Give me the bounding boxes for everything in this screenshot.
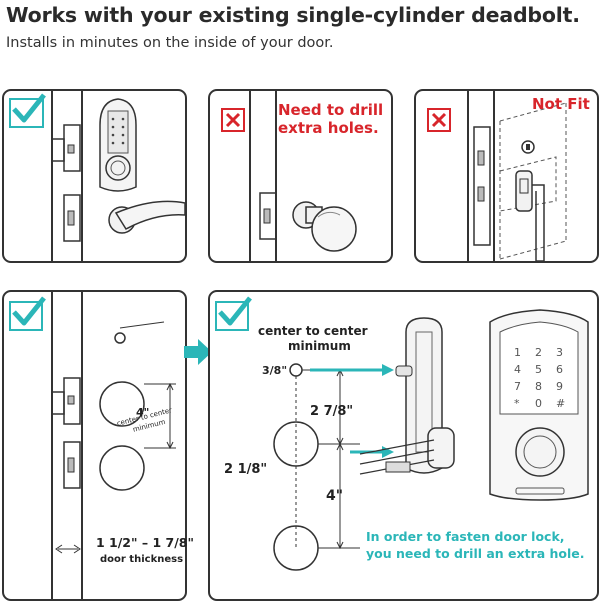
- panel-notfit-illustration: [427, 91, 567, 262]
- x-badge-icon: [427, 108, 451, 132]
- panel-measure-illustration: [9, 292, 176, 599]
- install-title-line2: minimum: [288, 339, 351, 353]
- panel-works-illustration: [9, 91, 186, 261]
- drill-warning-line2: extra holes.: [278, 119, 379, 137]
- keypad-key: *: [514, 397, 520, 410]
- thickness-range: 1 1/2" – 1 7/8": [96, 535, 194, 550]
- drill-warning-line1: Need to drill: [278, 101, 384, 119]
- dim-lower: 4": [326, 488, 344, 504]
- install-note-line2: you need to drill an extra hole.: [366, 546, 585, 561]
- thickness-label: door thickness: [100, 554, 184, 565]
- keypad-key: 8: [535, 380, 542, 393]
- panel-notfit: Not Fit: [414, 89, 599, 263]
- spacing-value: 4": [136, 406, 150, 419]
- page-subtitle: Installs in minutes on the inside of you…: [6, 35, 334, 51]
- keypad-key: 3: [556, 346, 563, 359]
- keypad-key: 4: [514, 363, 521, 376]
- panel-works: [2, 89, 187, 263]
- dim-hole: 2 1/8": [224, 462, 268, 477]
- install-note-line1: In order to fasten door lock,: [366, 529, 565, 544]
- keypad-key: 6: [556, 363, 563, 376]
- panel-install: 1 2 3 4 5 6 7 8 9 * 0 # center to center…: [208, 290, 599, 601]
- dim-small-hole: 3/8": [262, 364, 288, 377]
- install-title-line1: center to center: [258, 324, 368, 338]
- next-step-arrow-icon: [184, 339, 212, 365]
- keypad-key: 9: [556, 380, 563, 393]
- panel-install-illustration: [215, 296, 589, 571]
- panel-measure: 4" center to center minimum 1 1/2" – 1 7…: [2, 290, 194, 601]
- keypad-key: 2: [535, 346, 542, 359]
- check-badge-icon: [9, 296, 46, 331]
- keypad-key: 7: [514, 380, 521, 393]
- keypad-key: 0: [535, 397, 542, 410]
- x-badge-icon: [221, 108, 245, 132]
- panel-drill: Need to drill extra holes.: [208, 89, 393, 263]
- keypad-key: 1: [514, 346, 521, 359]
- keypad-key: 5: [535, 363, 542, 376]
- keypad-key: #: [556, 397, 566, 410]
- check-badge-icon: [9, 93, 46, 128]
- dim-upper: 2 7/8": [310, 404, 354, 419]
- page-title: Works with your existing single-cylinder…: [6, 3, 580, 27]
- check-badge-icon: [215, 296, 252, 331]
- panel-drill-illustration: [221, 91, 357, 261]
- notfit-label: Not Fit: [532, 95, 590, 113]
